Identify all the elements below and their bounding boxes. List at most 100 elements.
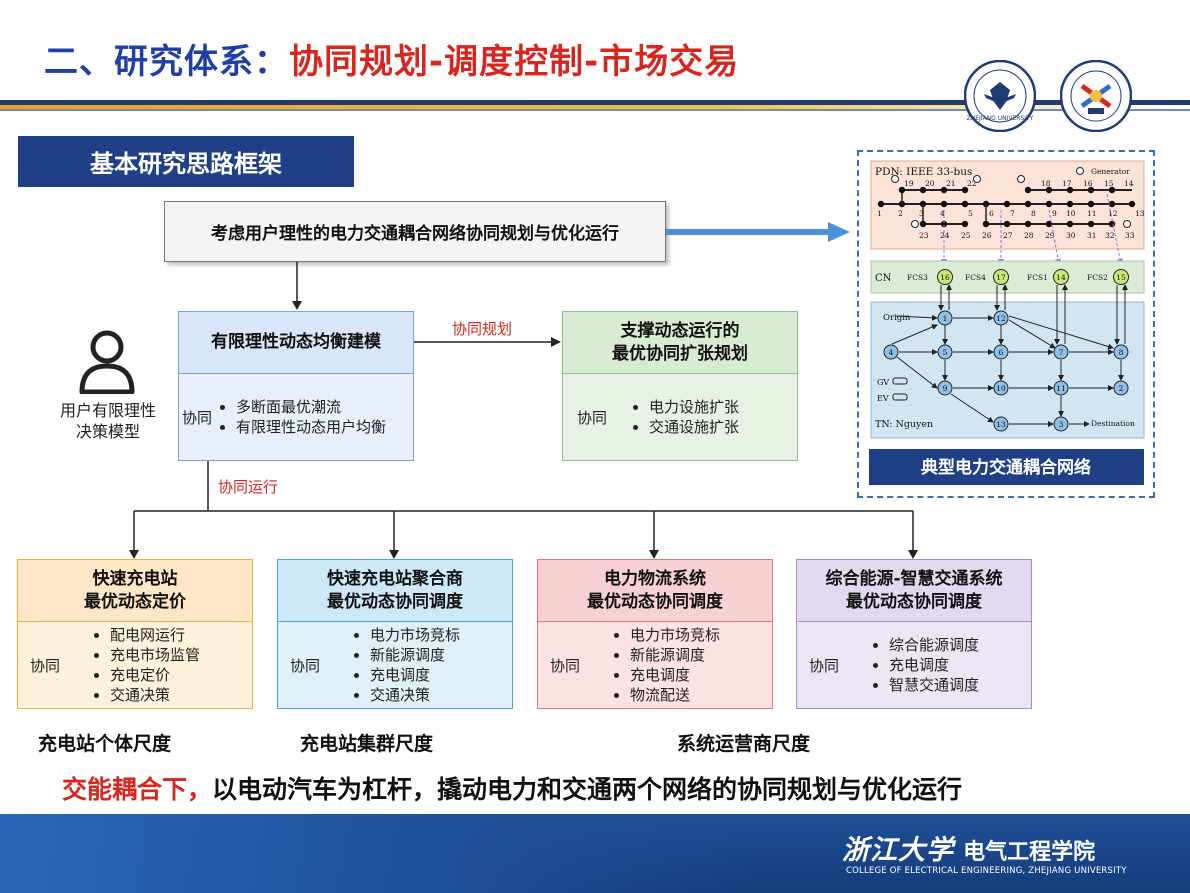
svg-text:5: 5 (968, 209, 973, 218)
svg-text:4: 4 (889, 348, 894, 357)
power-logistics-title1: 电力物流系统 (604, 568, 706, 589)
svg-text:6: 6 (999, 348, 1004, 357)
destination-label: Destination (1091, 419, 1135, 428)
list-item: 充电调度 (370, 665, 460, 685)
tn-edges (891, 284, 1128, 427)
fcs-aggregator-title: 快速充电站聚合商 最优动态协同调度 (278, 560, 512, 621)
svg-text:16: 16 (1083, 179, 1093, 188)
expansion-box-body: 协同 电力设施扩张 交通设施扩张 (563, 373, 797, 460)
user-model-label: 用户有限理性 决策模型 (46, 400, 170, 442)
list-item: 充电调度 (889, 655, 979, 675)
list-item: 电力设施扩张 (649, 397, 739, 417)
list-item: 充电市场监管 (110, 645, 200, 665)
svg-text:25: 25 (961, 231, 971, 240)
svg-text:29: 29 (1045, 231, 1055, 240)
box-fcs-pricing: 快速充电站 最优动态定价 协同 配电网运行 充电市场监管 充电定价 交通决策 (17, 559, 253, 709)
origin-label: Origin (883, 313, 911, 323)
header-stripe-thin (0, 109, 1190, 111)
svg-text:28: 28 (1024, 231, 1034, 240)
conclusion: 交能耦合下，以电动汽车为杠杆，撬动电力和交通两个网络的协同规划与优化运行 (62, 770, 962, 806)
svg-text:12: 12 (996, 314, 1006, 323)
list-item: 物流配送 (630, 685, 720, 705)
svg-text:3: 3 (1059, 420, 1064, 429)
list-item: 交通决策 (110, 685, 200, 705)
power-logistics-title: 电力物流系统 最优动态协同调度 (538, 560, 772, 621)
list-item: 新能源调度 (370, 645, 460, 665)
list-item: 智慧交通调度 (889, 675, 979, 695)
svg-text:12: 12 (1108, 209, 1118, 218)
modeling-box-title: 有限理性动态均衡建模 (179, 312, 413, 373)
integrated-energy-title2: 最优动态协同调度 (846, 591, 982, 612)
svg-text:21: 21 (946, 179, 956, 188)
svg-text:8: 8 (1031, 209, 1036, 218)
footer-school-script: 浙江大学 (842, 835, 954, 866)
fcs-pricing-title1: 快速充电站 (92, 568, 178, 589)
list-item: 电力市场竞标 (630, 625, 720, 645)
diagram-caption-bg (869, 449, 1144, 485)
arrow-top-to-model (292, 262, 302, 310)
generator-legend-icon (1076, 167, 1084, 175)
svg-text:31: 31 (1087, 231, 1097, 240)
fcs-aggregator-body: 协同 电力市场竞标 新能源调度 充电调度 交通决策 (278, 621, 512, 708)
power-logistics-body: 协同 电力市场竞标 新能源调度 充电调度 物流配送 (538, 621, 772, 708)
svg-text:2: 2 (898, 209, 903, 218)
svg-text:11: 11 (1056, 384, 1066, 393)
gv-label: GV (877, 378, 889, 387)
svg-text:14: 14 (1124, 179, 1134, 188)
tn-nodes (883, 310, 1129, 432)
svg-text:1: 1 (943, 314, 948, 323)
conclusion-black: 以电动汽车为杠杆，撬动电力和交通两个网络的协同规划与优化运行 (212, 775, 963, 804)
top-goal-text: 考虑用户理性的电力交通耦合网络协同规划与优化运行 (211, 224, 619, 244)
cn-label: CN (875, 273, 892, 284)
fcs4-node-num: 17 (996, 273, 1006, 282)
fcs-pricing-title: 快速充电站 最优动态定价 (18, 560, 252, 621)
list-item: 配电网运行 (110, 625, 200, 645)
pdn-label: PDN: IEEE 33-bus (875, 166, 972, 178)
user-model-line2: 决策模型 (75, 422, 140, 441)
fcs4-label: FCS4 (965, 273, 986, 282)
header-stripe (0, 100, 1190, 105)
svg-text:30: 30 (1066, 231, 1076, 240)
footer-school: 浙江大学 电气工程学院 (842, 828, 1095, 867)
arrow-model-to-expansion (414, 337, 561, 347)
pdn-cn-coupling (941, 193, 1123, 265)
top-goal-box: 考虑用户理性的电力交通耦合网络协同规划与优化运行 (164, 201, 666, 262)
list-item: 综合能源调度 (889, 635, 979, 655)
ev-label: EV (877, 394, 889, 403)
diagram-caption: 典型电力交通耦合网络 (921, 457, 1091, 478)
integrated-energy-title1: 综合能源-智慧交通系统 (825, 568, 1003, 589)
box-power-logistics: 电力物流系统 最优动态协同调度 协同 电力市场竞标 新能源调度 充电调度 物流配… (537, 559, 773, 709)
tn-panel (870, 301, 1145, 439)
box-fcs-aggregator: 快速充电站聚合商 最优动态协同调度 协同 电力市场竞标 新能源调度 充电调度 交… (277, 559, 513, 709)
scale-individual: 充电站个体尺度 (38, 733, 172, 755)
scale-operator: 系统运营商尺度 (677, 733, 811, 755)
svg-text:26: 26 (982, 231, 992, 240)
footer-bar: 浙江大学 电气工程学院 COLLEGE OF ELECTRICAL ENGINE… (0, 814, 1190, 893)
modeling-xietong: 协同 (182, 408, 213, 427)
header-stripe-accent (0, 105, 1190, 109)
svg-text:10: 10 (1066, 209, 1076, 218)
list-item: 多断面最优潮流 (236, 397, 386, 417)
svg-text:23: 23 (919, 231, 929, 240)
fcs-pricing-body: 协同 配电网运行 充电市场监管 充电定价 交通决策 (18, 621, 252, 708)
list-item: 充电调度 (630, 665, 720, 685)
list-item: 新能源调度 (630, 645, 720, 665)
operation-label: 协同运行 (218, 478, 279, 496)
svg-text:11: 11 (1087, 209, 1097, 218)
power-logistics-xietong: 协同 (550, 656, 581, 675)
conclusion-red: 交能耦合下， (62, 775, 213, 804)
svg-text:18: 18 (1041, 179, 1051, 188)
footer-wave (0, 814, 760, 893)
svg-text:8: 8 (1119, 348, 1124, 357)
svg-text:10: 10 (996, 384, 1006, 393)
svg-text:9: 9 (1052, 209, 1057, 218)
generator-label: Generator (1091, 167, 1130, 176)
fcs2-node-num: 15 (1116, 273, 1126, 282)
svg-text:2: 2 (1119, 384, 1124, 393)
integrated-energy-title: 综合能源-智慧交通系统 最优动态协同调度 (797, 560, 1031, 621)
svg-text:19: 19 (904, 179, 914, 188)
svg-text:13: 13 (1135, 209, 1145, 218)
power-logistics-title2: 最优动态协同调度 (587, 591, 723, 612)
footer-school-name: 电气工程学院 (963, 840, 1096, 865)
